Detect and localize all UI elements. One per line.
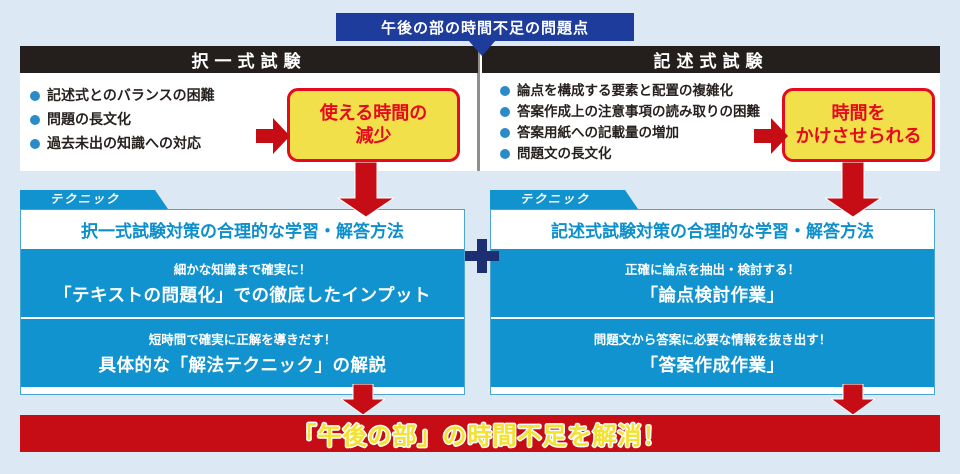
list-item: 答案用紙への記載量の増加 (500, 125, 760, 141)
issue-text: 答案用紙への記載量の増加 (517, 125, 679, 140)
technique-row: 短時間で確実に正解を導きだす！ 具体的な「解法テクニック」の解説 (21, 319, 464, 387)
left-technique-tab: テクニック (20, 190, 168, 209)
arrow-down-icon (825, 162, 881, 217)
bullet-icon (30, 90, 40, 101)
left-exam-header: 択一式試験 (20, 46, 478, 73)
bullet-icon (30, 114, 40, 125)
left-issues-list: 記述式とのバランスの困難 問題の長文化 過去未出の知識への対応 (30, 87, 215, 152)
top-problem-banner: 午後の部の時間不足の問題点 (336, 13, 634, 41)
technique-row: 問題文から答案に必要な情報を抜き出す！ 「答案作成作業」 (491, 319, 934, 387)
row-main-text: 「論点検討作業」 (640, 285, 785, 305)
left-technique-section: 択一式試験対策の合理的な学習・解答方法 細かな知識まで確実に！ 「テキストの問題… (20, 209, 465, 395)
left-section-body: 細かな知識まで確実に！ 「テキストの問題化」での徹底したインプット 短時間で確実… (21, 249, 464, 387)
right-exam-header: 記述式試験 (482, 46, 940, 73)
row-lead-text: 細かな知識まで確実に！ (173, 263, 312, 277)
list-item: 問題文の長文化 (500, 146, 760, 162)
arrow-down-icon (341, 384, 385, 415)
right-section-body: 正確に論点を抽出・検討する！ 「論点検討作業」 問題文から答案に必要な情報を抜き… (491, 249, 934, 387)
bullet-icon (30, 138, 40, 149)
bullet-icon (500, 86, 510, 96)
row-main-text: 具体的な「解法テクニック」の解説 (98, 355, 387, 375)
left-technique-tab-label: テクニック (50, 192, 121, 206)
row-lead-text: 問題文から答案に必要な情報を抜き出す！ (593, 333, 832, 347)
list-item: 答案作成上の注意事項の読み取りの困難 (500, 104, 760, 120)
left-section-title: 択一式試験対策の合理的な学習・解答方法 (81, 222, 404, 241)
issue-text: 過去未出の知識への対応 (47, 135, 201, 151)
bullet-icon (500, 149, 510, 159)
left-result-box: 使える時間の 減少 (287, 88, 460, 162)
right-technique-section: 記述式試験対策の合理的な学習・解答方法 正確に論点を抽出・検討する！ 「論点検討… (490, 209, 935, 395)
arrow-right-icon (754, 118, 788, 154)
row-divider (21, 317, 464, 319)
right-technique-tab: テクニック (490, 190, 638, 209)
right-result-box: 時間を かけさせられる (782, 88, 935, 162)
list-item: 問題の長文化 (30, 111, 215, 128)
issue-text: 答案作成上の注意事項の読み取りの困難 (517, 104, 760, 119)
row-main-text: 「答案作成作業」 (640, 355, 785, 375)
row-main-text: 「テキストの問題化」での徹底したインプット (54, 285, 431, 305)
arrow-down-icon (338, 162, 394, 217)
arrow-right-icon (256, 118, 290, 154)
right-section-title: 記述式試験対策の合理的な学習・解答方法 (551, 222, 874, 241)
technique-row: 細かな知識まで確実に！ 「テキストの問題化」での徹底したインプット (21, 249, 464, 317)
arrow-down-icon (831, 384, 875, 415)
issue-text: 問題文の長文化 (517, 146, 612, 161)
top-problem-banner-label: 午後の部の時間不足の問題点 (380, 19, 589, 37)
right-technique-tab-label: テクニック (520, 192, 591, 206)
bullet-icon (500, 107, 510, 117)
row-divider (491, 317, 934, 319)
list-item: 過去未出の知識への対応 (30, 135, 215, 152)
row-lead-text: 短時間で確実に正解を導きだす！ (148, 333, 337, 347)
bullet-icon (500, 128, 510, 138)
issue-text: 論点を構成する要素と配置の複雑化 (517, 83, 733, 98)
row-lead-text: 正確に論点を抽出・検討する！ (624, 263, 800, 277)
right-issues-list: 論点を構成する要素と配置の複雑化 答案作成上の注意事項の読み取りの困難 答案用紙… (500, 83, 760, 162)
banner-tail-icon (468, 40, 496, 56)
column-divider-line (477, 46, 480, 171)
list-item: 記述式とのバランスの困難 (30, 87, 215, 104)
list-item: 論点を構成する要素と配置の複雑化 (500, 83, 760, 99)
plus-icon (465, 239, 499, 273)
right-exam-header-label: 記述式試験 (653, 52, 769, 71)
issue-text: 問題の長文化 (47, 111, 131, 127)
issue-text: 記述式とのバランスの困難 (47, 87, 215, 103)
bottom-conclusion-banner: 「午後の部」の時間不足を解消！ (20, 415, 940, 452)
technique-row: 正確に論点を抽出・検討する！ 「論点検討作業」 (491, 249, 934, 317)
left-exam-header-label: 択一式試験 (191, 52, 307, 71)
bottom-conclusion-label: 「午後の部」の時間不足を解消！ (292, 423, 668, 450)
